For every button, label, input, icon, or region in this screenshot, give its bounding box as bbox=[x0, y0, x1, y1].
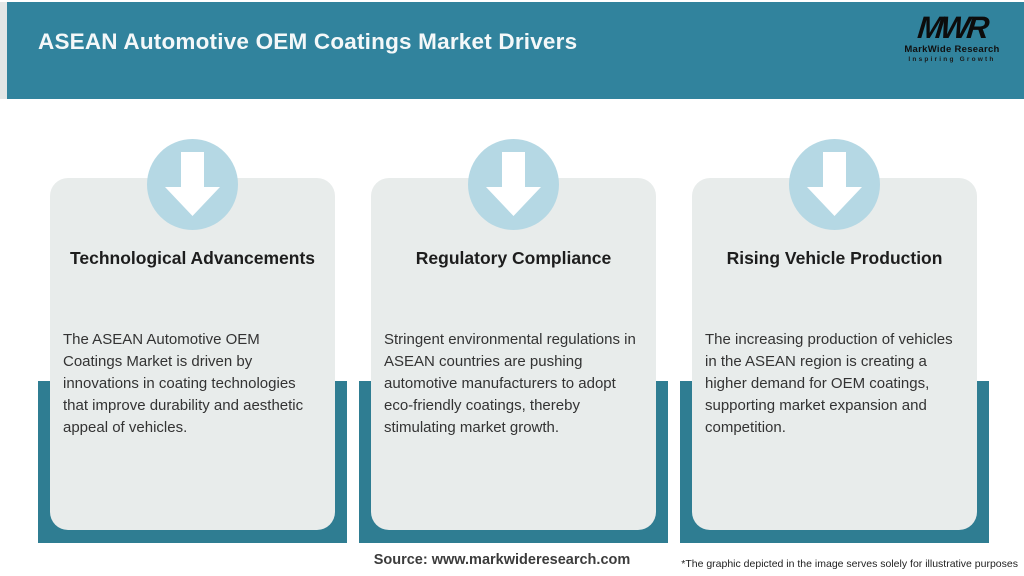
source-text: Source: www.markwideresearch.com bbox=[373, 552, 631, 568]
card-body: The increasing production of vehicles in… bbox=[705, 331, 953, 436]
driver-card-group: Technological Advancements The ASEAN Aut… bbox=[38, 0, 347, 576]
driver-card: Regulatory Compliance Stringent environm… bbox=[371, 178, 656, 530]
page-title: ASEAN Automotive OEM Coatings Market Dri… bbox=[38, 29, 578, 54]
card-title: Rising Vehicle Production bbox=[726, 248, 943, 268]
driver-card-group: Regulatory Compliance Stringent environm… bbox=[359, 0, 668, 576]
card-body: The ASEAN Automotive OEM Coatings Market… bbox=[63, 331, 304, 436]
card-body: Stringent environmental regulations in A… bbox=[384, 331, 636, 436]
header: ASEAN Automotive OEM Coatings Market Dri… bbox=[7, 2, 1024, 99]
down-arrow-icon bbox=[147, 139, 238, 230]
logo-name: MarkWide Research bbox=[904, 44, 1000, 55]
logo-tagline: Inspiring Growth bbox=[908, 56, 996, 63]
driver-card-group: Rising Vehicle Production The increasing… bbox=[680, 0, 989, 576]
markwide-research-logo: MWR MarkWide Research Inspiring Growth bbox=[892, 10, 1012, 63]
down-arrow-icon bbox=[468, 139, 559, 230]
disclaimer-text: *The graphic depicted in the image serve… bbox=[681, 558, 1018, 570]
card-title: Regulatory Compliance bbox=[415, 248, 612, 268]
card-title: Technological Advancements bbox=[69, 248, 316, 268]
driver-card: Technological Advancements The ASEAN Aut… bbox=[50, 178, 335, 530]
down-arrow-icon bbox=[789, 139, 880, 230]
header-left-strip bbox=[0, 2, 7, 99]
driver-card: Rising Vehicle Production The increasing… bbox=[692, 178, 977, 530]
